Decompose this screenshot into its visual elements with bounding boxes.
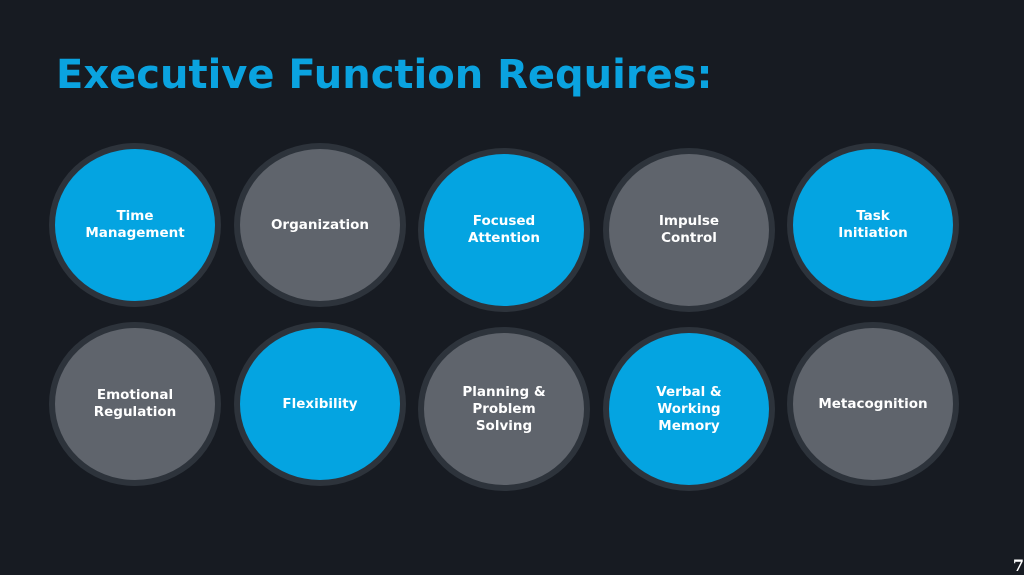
circle-label: Focused Attention bbox=[467, 213, 541, 246]
circle-flexibility: Flexibility bbox=[234, 322, 406, 486]
circle-time-management: Time Management bbox=[49, 143, 221, 307]
circle-label: Emotional Regulation bbox=[93, 387, 177, 420]
circle-task-initiation: Task Initiation bbox=[787, 143, 959, 307]
circle-verbal-working-memory: Verbal & Working Memory bbox=[603, 327, 775, 491]
circle-label: Impulse Control bbox=[658, 213, 720, 246]
circle-emotional-regulation: Emotional Regulation bbox=[49, 322, 221, 486]
circle-planning-problem-solving: Planning & Problem Solving bbox=[418, 327, 590, 491]
circle-label: Organization bbox=[270, 216, 370, 233]
page-number: 7 bbox=[1012, 556, 1024, 575]
circle-organization: Organization bbox=[234, 143, 406, 307]
circle-metacognition: Metacognition bbox=[787, 322, 959, 486]
circle-label: Task Initiation bbox=[838, 208, 908, 241]
circle-label: Verbal & Working Memory bbox=[656, 383, 722, 434]
circle-label: Metacognition bbox=[818, 395, 928, 412]
circle-impulse-control: Impulse Control bbox=[603, 148, 775, 312]
slide-title: Executive Function Requires: bbox=[56, 52, 713, 98]
circle-label: Planning & Problem Solving bbox=[462, 383, 546, 434]
circle-label: Time Management bbox=[85, 208, 185, 241]
circle-focused-attention: Focused Attention bbox=[418, 148, 590, 312]
circle-label: Flexibility bbox=[282, 395, 358, 412]
